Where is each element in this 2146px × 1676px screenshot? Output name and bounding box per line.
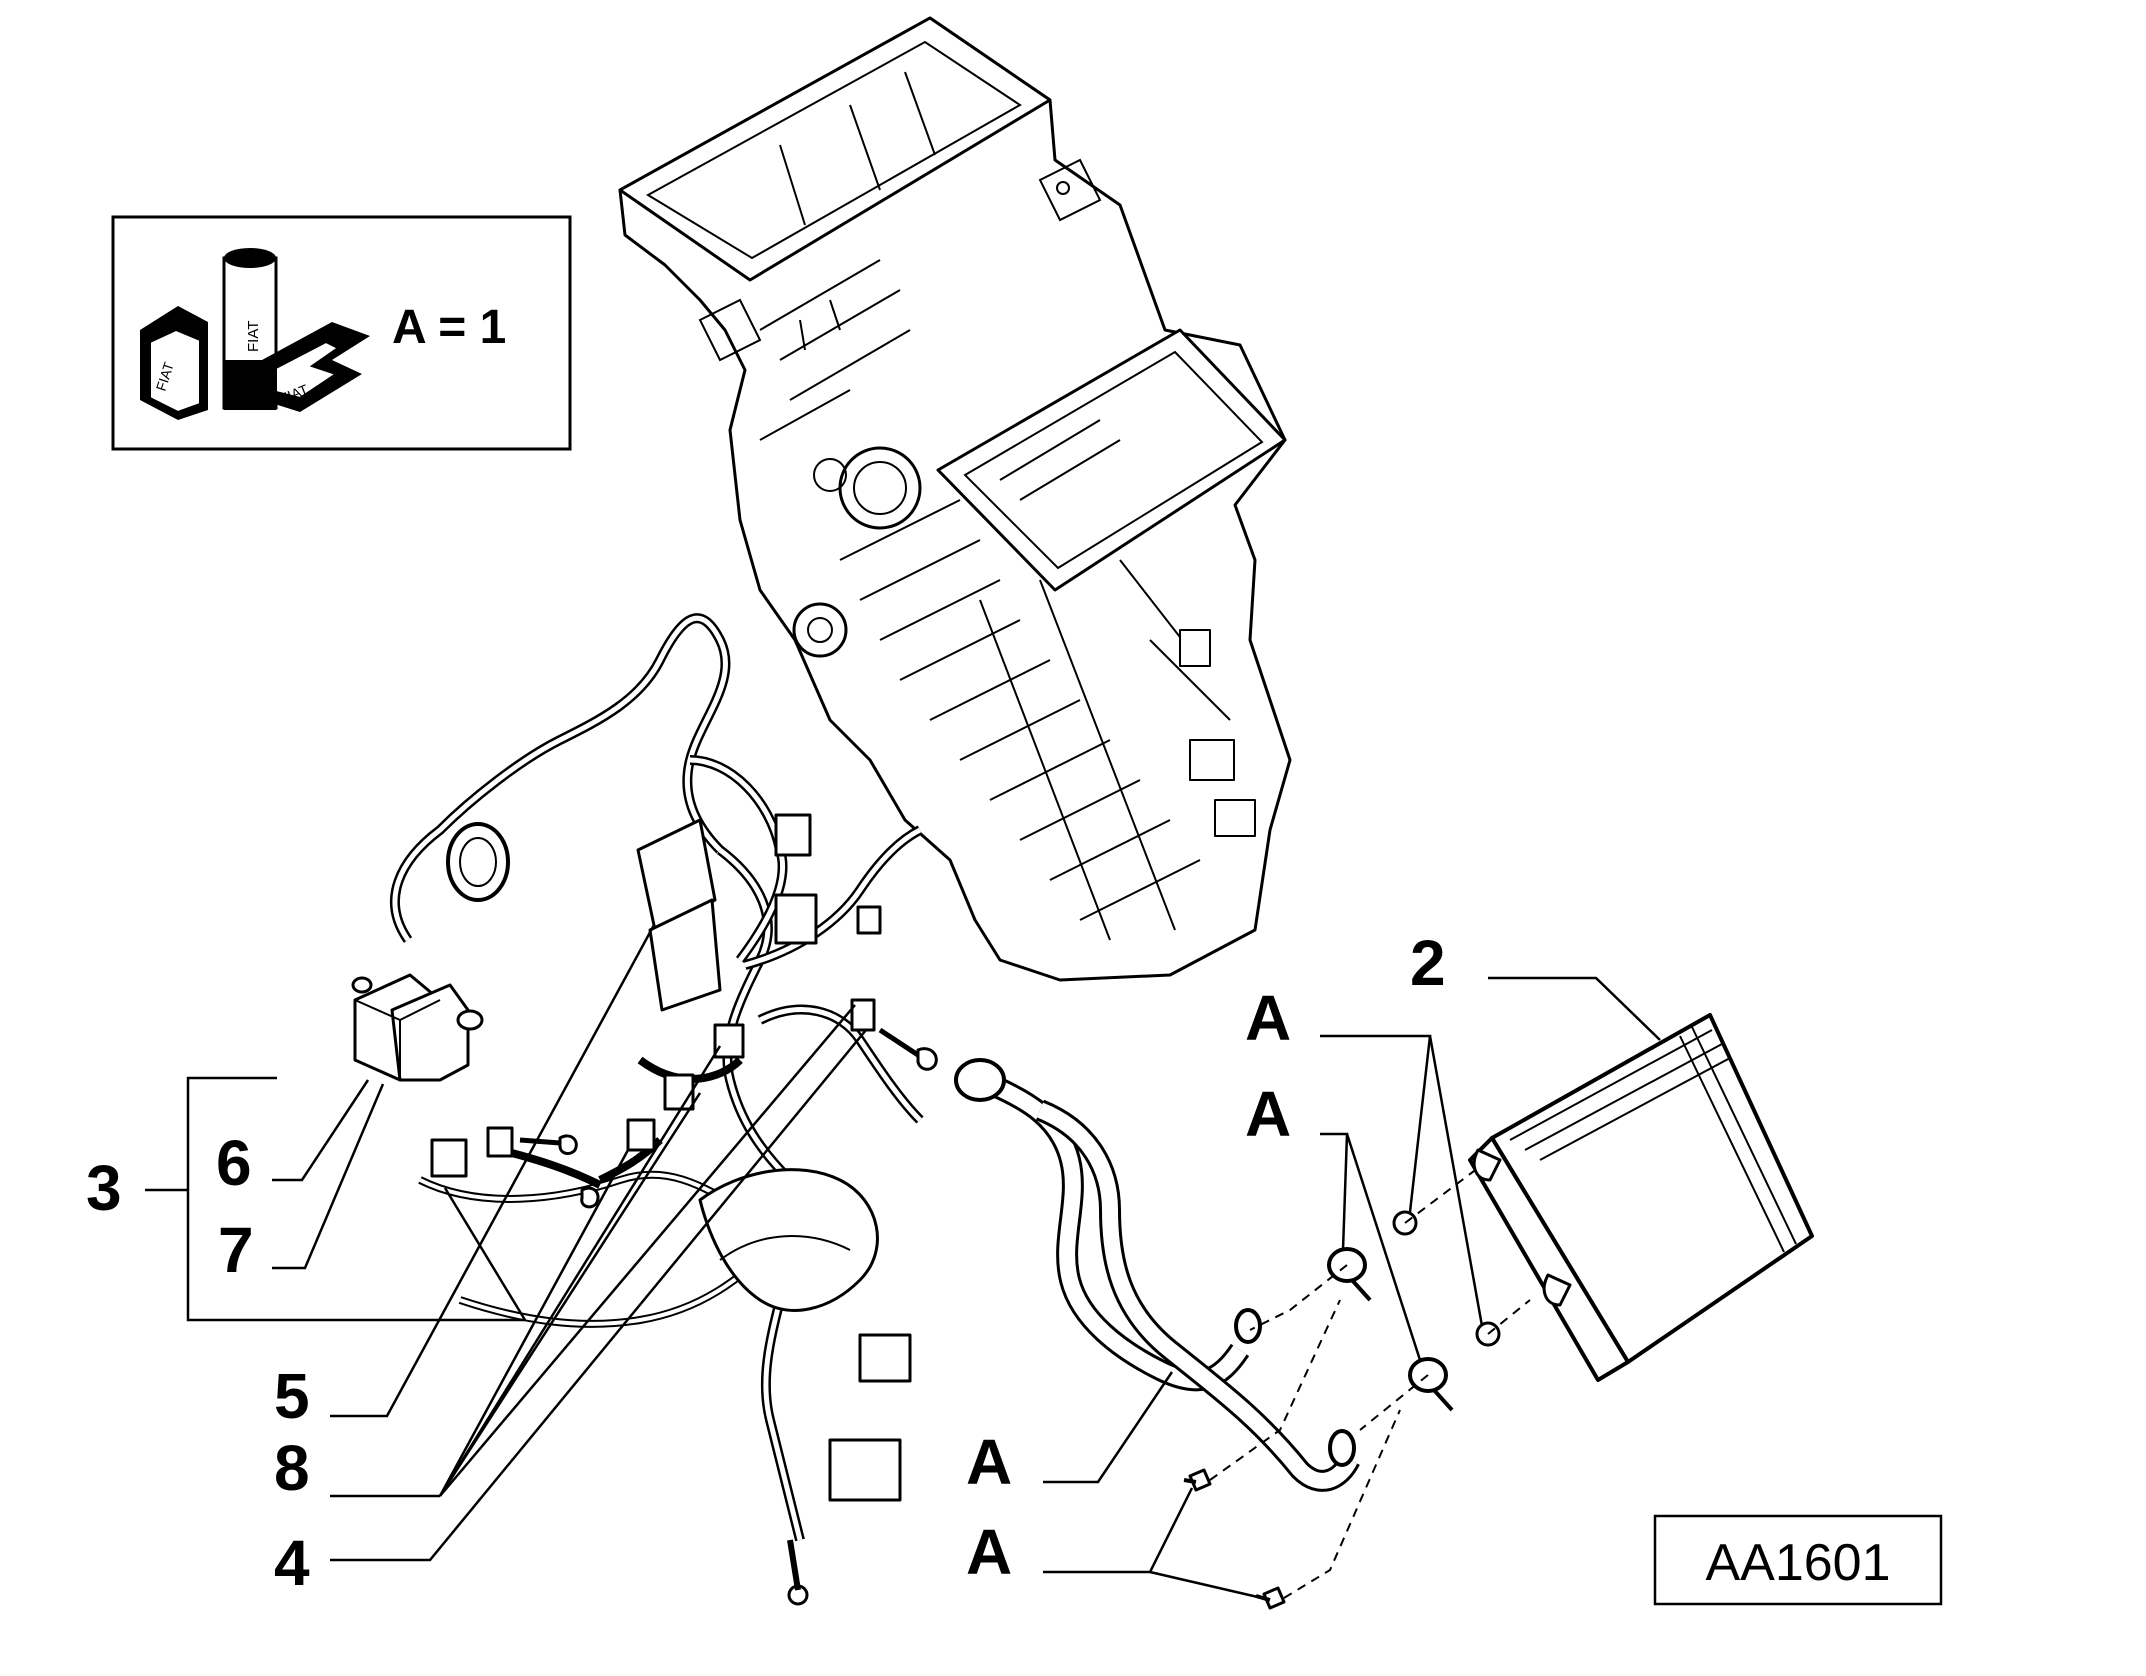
- heater-housing: [618, 16, 1292, 982]
- callout-5: 5: [274, 1360, 310, 1432]
- legend-box: FIAT FIAT FIAT A = 1: [111, 215, 572, 451]
- callout-2: 2: [1410, 927, 1446, 999]
- callout-6: 6: [216, 1127, 252, 1199]
- heater-pipes: [954, 1058, 1360, 1492]
- reference-code: AA1601: [1705, 1534, 1890, 1592]
- callout-7: 7: [218, 1214, 254, 1286]
- callout-labels: 2 3 4 5 6 7 8 A A A A: [86, 927, 1446, 1599]
- callout-a-low2: A: [966, 1516, 1012, 1588]
- callout-4: 4: [274, 1527, 310, 1599]
- callout-a-top: A: [1245, 982, 1291, 1054]
- callout-8: 8: [274, 1432, 310, 1504]
- callout-a-mid: A: [1245, 1078, 1291, 1150]
- callout-a-low1: A: [966, 1426, 1012, 1498]
- screw-upper: [1188, 1468, 1212, 1492]
- leader-lines: [145, 924, 1661, 1600]
- wiring-harness: [351, 613, 938, 1606]
- brand-label: FIAT: [245, 321, 262, 352]
- fasteners: [1183, 1167, 1531, 1610]
- reference-box: AA1601: [1653, 1514, 1943, 1606]
- heater-core: [1468, 1013, 1814, 1382]
- quantity-equation: A = 1: [392, 301, 506, 354]
- screw-lower: [1262, 1586, 1286, 1610]
- callout-3: 3: [86, 1152, 122, 1224]
- fiat-product-icon: FIAT FIAT FIAT: [140, 248, 370, 420]
